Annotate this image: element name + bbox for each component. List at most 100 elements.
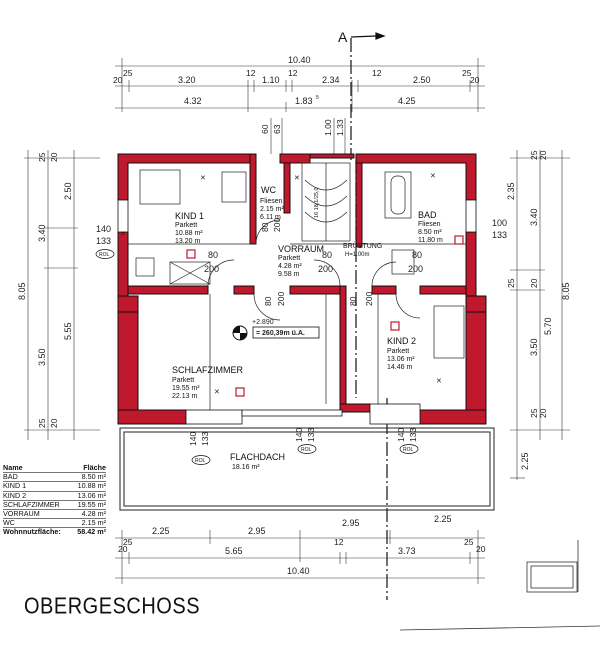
legend-room: WC [3,518,15,528]
dim: 25 [123,68,133,78]
dim: 80 [322,250,332,260]
rol-label: ROL [403,447,414,453]
legend-row: WC 2.15 m² [3,518,106,529]
dim: 25 [37,152,47,162]
dim: 2.50 [413,75,431,85]
legend-row: BAD 8.50 m² [3,472,106,483]
room-wc: WC Fliesen 2.15 m² 6.11 m [260,185,284,221]
room-bad: BAD Fliesen 8.50 m² 11.80 m [418,210,443,244]
room-perimeter: 11.80 m [418,237,443,244]
level-relative: +2.890 [252,319,274,326]
room-name: FLACHDACH [230,452,285,462]
room-bruestung: BRÜSTUNG H=1.00m [343,242,382,258]
dim: 25 [529,408,539,418]
dim: 25 [529,150,539,160]
dim: 133 [492,230,507,240]
rol-label: ROL [301,447,312,453]
dim: 140 [294,428,304,442]
room-perimeter: 6.11 m [260,214,281,221]
window-marks [117,199,477,425]
room-name: KIND 2 [387,336,416,346]
dim: 140 [396,428,406,442]
room-name: WC [261,185,276,195]
top-dim-total: 10.40 [288,55,311,65]
dim: 133 [306,428,316,442]
legend-area: 10.88 m² [77,481,106,491]
dim: 20 [538,408,548,418]
svg-text:✕: ✕ [120,231,126,238]
legend-room: BAD [3,472,18,482]
legend-col-name: Name [3,463,23,472]
legend-area: 19.55 m² [77,499,106,509]
room-floor: Parkett [172,377,194,384]
top-dims-row2: 20 25 3.20 12 1.10 12 2.34 12 2.50 25 20 [113,68,480,85]
room-schlafzimmer: SCHLAFZIMMER Parkett 19.55 m² 22.13 m [172,365,244,400]
dim: 200 [318,264,333,274]
room-name: SCHLAFZIMMER [172,365,244,375]
dim: 2.95 [342,518,360,528]
legend-header: Name Fläche [3,463,106,474]
dim: 12 [288,68,298,78]
opening-labels: 140 133 100 133 80 200 80 200 80 200 80 … [96,218,507,446]
walls [117,153,487,425]
dim: 3.40 [37,224,47,242]
top-dimension-lines [115,58,485,112]
dim: 80 [412,250,422,260]
legend-total-label: Wohnnutzfläche: [3,527,61,537]
dim: 8.05 [17,282,27,300]
dim: 8.05 [561,282,571,300]
room-perimeter: 9.58 m [278,271,300,278]
dim: 200 [204,264,219,274]
dim: 100 [492,218,507,228]
room-area: 10.88 m² [175,230,203,237]
legend-room: KIND 1 [3,481,27,491]
light-marks: ✕✕ ✕✕ ✕✕ [120,173,442,396]
dim: 2.34 [322,75,340,85]
room-floor: Parkett [175,222,197,229]
dim: 25 [37,418,47,428]
dim: 1.83 [295,96,313,106]
legend-room: SCHLAFZIMMER [3,499,60,509]
dim: 2.25 [520,452,530,470]
section-line [350,32,388,600]
right-dimension-lines [510,150,570,480]
smoke-detector-icons [186,235,464,397]
dim: 200 [364,292,374,306]
dim: 3.20 [178,75,196,85]
dim: 20 [113,75,123,85]
dim: 25 [123,537,133,547]
door-swings [207,219,421,321]
dim: 20 [49,418,59,428]
interior-lines [128,162,466,410]
dim: 20 [49,152,59,162]
legend-row: KIND 1 10.88 m² [3,481,106,492]
dim: 3.50 [37,348,47,366]
dim: 140 [96,224,111,234]
svg-text:✕: ✕ [430,173,436,180]
upper-vertical-dims [270,118,346,154]
dim: 2.50 [63,182,73,200]
dim: 133 [96,236,111,246]
room-area: 19.55 m² [172,385,200,392]
level-marker-icon [232,325,320,341]
dim: 1.10 [262,75,280,85]
dim: 12 [246,68,256,78]
dim: 2.25 [434,514,452,524]
room-perimeter: 13.20 m [175,238,200,245]
room-kind1: KIND 1 Parkett 10.88 m² 13.20 m [175,211,204,245]
legend-row: SCHLAFZIMMER 19.55 m² [3,499,106,511]
dim: 5.65 [225,546,243,556]
room-area: 2.15 m² [260,206,284,213]
top-dims-row3: 4.32 1.83 4.25 [184,96,416,106]
dim: 20 [118,544,128,554]
flat-roof-outline [119,427,495,511]
room-floor: Parkett [278,255,300,262]
room-name: KIND 1 [175,211,204,221]
legend-area: 2.15 m² [81,518,106,528]
legend-room: KIND 2 [3,490,27,500]
room-vorraum: VORRAUM Parkett 4.28 m² 9.58 m [278,244,324,278]
rol-label: ROL [195,458,206,464]
dim: 10.40 [287,566,310,576]
level-absolute: = 260,39m ü.A. [256,330,305,337]
